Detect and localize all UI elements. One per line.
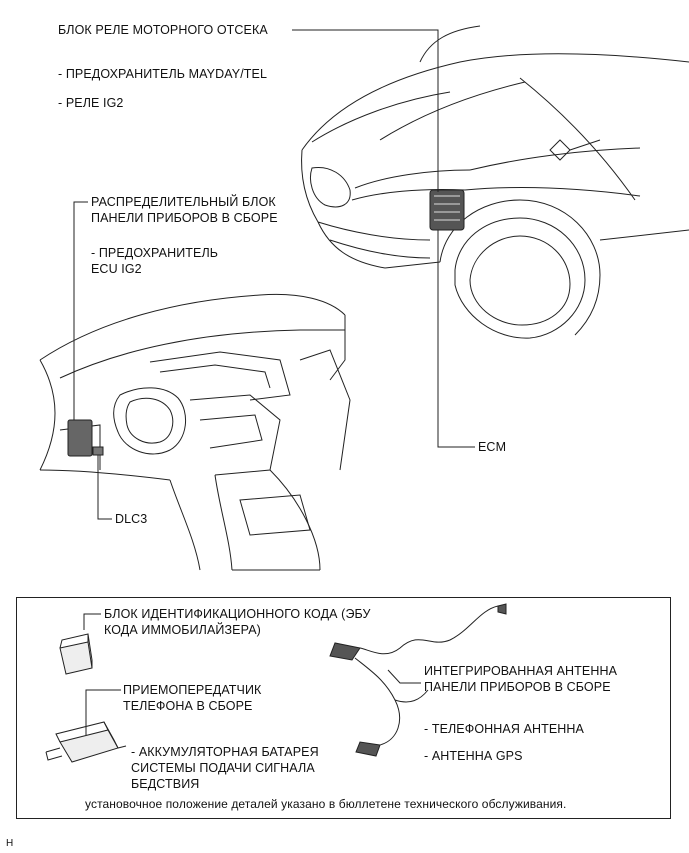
gps-antenna-label: - АНТЕННА GPS	[424, 749, 523, 763]
id-code-box-label-1: БЛОК ИДЕНТИФИКАЦИОННОГО КОДА (ЭБУ	[104, 607, 371, 621]
inset-parts	[45, 603, 507, 763]
battery-label-1: - АККУМУЛЯТОРНАЯ БАТАРЕЯ	[131, 745, 319, 759]
battery-label-3: БЕДСТВИЯ	[131, 777, 200, 791]
inset-frame	[16, 597, 671, 819]
battery-label-2: СИСТЕМЫ ПОДАЧИ СИГНАЛА	[131, 761, 315, 775]
antenna-label-2: ПАНЕЛИ ПРИБОРОВ В СБОРЕ	[424, 680, 611, 694]
dashboard-illustration	[39, 293, 351, 571]
ecm-label: ECM	[478, 440, 507, 454]
transceiver-label-1: ПРИЕМОПЕРЕДАТЧИК	[123, 683, 262, 697]
id-code-box-label-2: КОДА ИММОБИЛАЙЗЕРА)	[104, 623, 261, 637]
instrument-junction-label-2: ПАНЕЛИ ПРИБОРОВ В СБОРЕ	[91, 211, 278, 225]
engine-relay-block-label: БЛОК РЕЛЕ МОТОРНОГО ОТСЕКА	[58, 23, 268, 37]
fuse-ecu-label-1: - ПРЕДОХРАНИТЕЛЬ	[91, 246, 219, 260]
antenna-label-1: ИНТЕГРИРОВАННАЯ АНТЕННА	[424, 664, 618, 678]
transceiver-label-2: ТЕЛЕФОНА В СБОРЕ	[123, 699, 253, 713]
footnote: установочное положение деталей указано в…	[85, 797, 567, 811]
corner-mark: H	[6, 838, 14, 849]
instrument-junction-label-1: РАСПРЕДЕЛИТЕЛЬНЫЙ БЛОК	[91, 195, 276, 209]
car-front-illustration	[301, 25, 689, 339]
fuse-ecu-label-2: ECU IG2	[91, 262, 142, 276]
relay-ig2-label: - РЕЛЕ IG2	[58, 96, 124, 110]
phone-antenna-label: - ТЕЛЕФОННАЯ АНТЕННА	[424, 722, 584, 736]
leader-lines	[73, 29, 475, 735]
fuse-mayday-label: - ПРЕДОХРАНИТЕЛЬ MAYDAY/TEL	[58, 67, 267, 81]
dlc3-label: DLC3	[115, 512, 148, 526]
